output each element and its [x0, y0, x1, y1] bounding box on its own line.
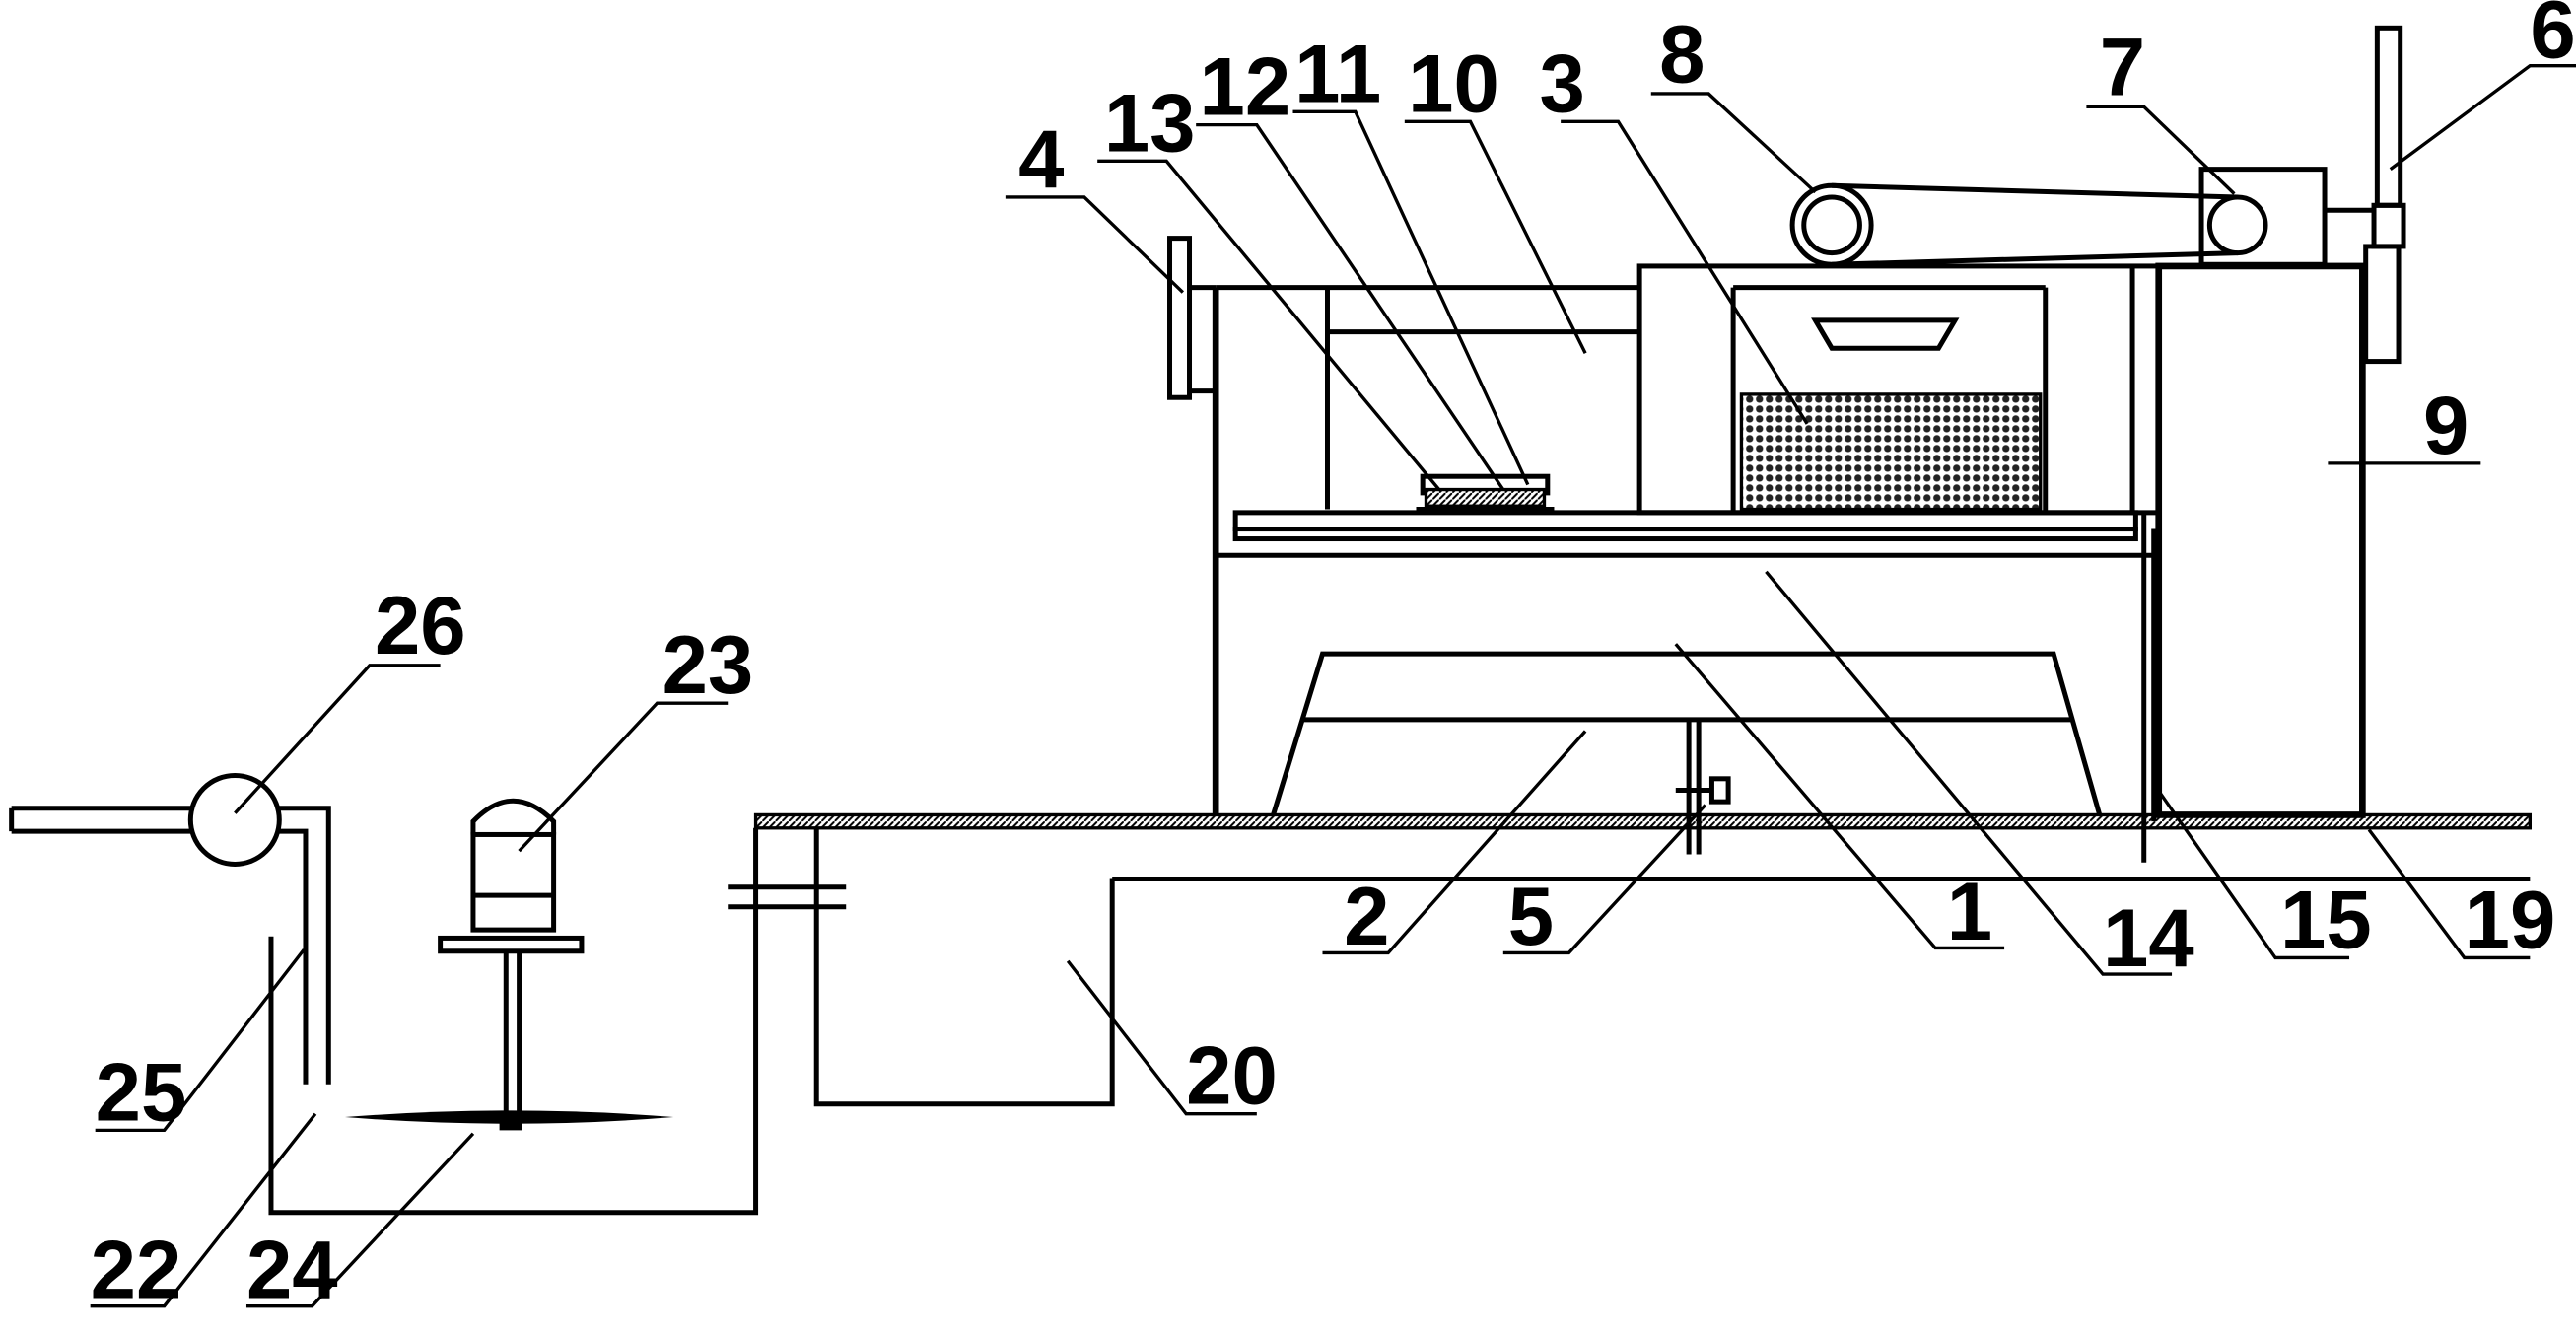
- label-11: 11: [1294, 28, 1381, 119]
- motor-shaft: [2325, 25, 2406, 365]
- label-10: 10: [1408, 37, 1499, 129]
- label-14: 14: [2103, 892, 2194, 984]
- main-housing: [1212, 262, 2366, 863]
- part-labels: 1 2 3 4 5 6 7 8 9 10 11 12 13 14 15 19 2…: [91, 0, 2576, 1315]
- label-25: 25: [96, 1046, 187, 1138]
- drain-pipe: [268, 827, 2531, 1216]
- label-22: 22: [91, 1224, 182, 1315]
- leader-lines: [90, 63, 2576, 1308]
- label-7: 7: [2100, 22, 2145, 113]
- belt-drive: [1789, 167, 2328, 267]
- label-9: 9: [2423, 380, 2469, 471]
- label-19: 19: [2465, 874, 2556, 965]
- filter-mesh: [1739, 392, 2043, 512]
- pump: [9, 772, 331, 1085]
- label-6: 6: [2530, 0, 2575, 75]
- label-1: 1: [1947, 866, 1992, 957]
- label-26: 26: [375, 580, 466, 671]
- label-3: 3: [1539, 37, 1584, 129]
- label-5: 5: [1508, 871, 1554, 962]
- label-24: 24: [246, 1224, 338, 1315]
- label-13: 13: [1104, 77, 1196, 169]
- side-handle: [1167, 236, 1193, 400]
- valve: [1675, 719, 1731, 855]
- label-15: 15: [2280, 874, 2372, 965]
- label-20: 20: [1186, 1030, 1278, 1122]
- mixer: [344, 798, 674, 1131]
- label-8: 8: [1659, 8, 1705, 100]
- label-12: 12: [1200, 41, 1291, 133]
- label-23: 23: [662, 619, 754, 711]
- label-4: 4: [1018, 113, 1064, 205]
- floor-slab: [753, 812, 2533, 830]
- label-2: 2: [1344, 871, 1389, 962]
